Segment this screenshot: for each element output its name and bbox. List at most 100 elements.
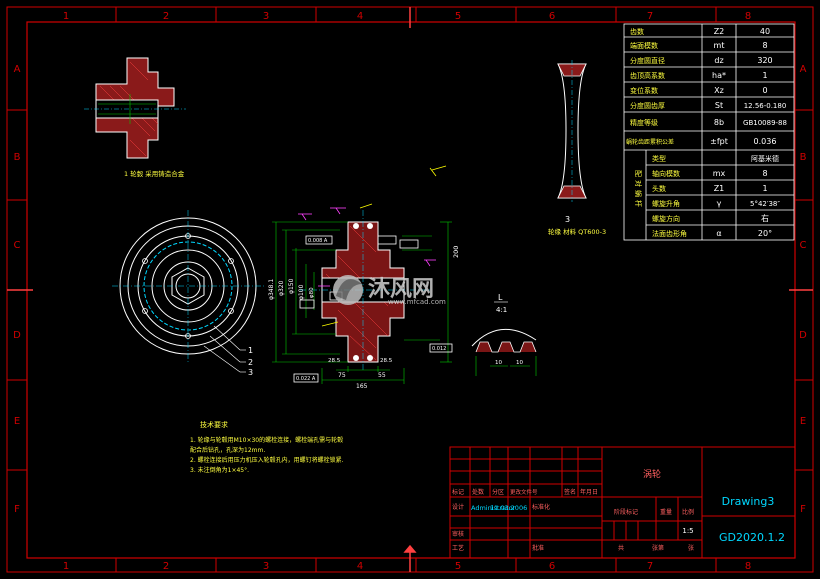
param-val-shift: 0 [762,86,767,95]
param-val-addendum: 1 [762,71,767,80]
detail-scale: 4:1 [496,306,507,314]
zone-top-5: 5 [455,11,461,22]
mate-sym-pressure-angle: α [716,229,721,238]
zone-top-2: 2 [163,11,169,22]
zone-top-1: 1 [63,11,69,22]
detail-view-l: L 4:1 10 10 [471,293,537,376]
watermark: 沐风网 www.mfcad.com [333,275,446,306]
dim-55: 55 [378,372,386,379]
mate-name-starts: 头数 [652,184,666,193]
param-val-pitch-dia: 320 [757,56,772,65]
mate-sym-lead-angle: γ [717,199,722,208]
main-end-view: 1 2 3 [112,210,264,377]
param-sym-teeth: Z2 [714,27,725,36]
datum-frame-2: 0.022 A [296,376,316,382]
technical-notes: 技术要求 1. 轮缘与轮毂用M10×30的螺栓连接，螺栓端孔需与轮毂 配合后钻孔… [190,420,344,474]
tb-part-name: 涡轮 [643,468,661,480]
mate-name-lead-angle: 螺旋升角 [652,199,680,208]
tb-label-sheet: 张第 [652,544,664,552]
zone-right-b: B [800,152,807,163]
dim-phi-348-1: φ348.1 [268,279,275,300]
centering-marks [7,7,813,572]
param-val-grade: GB10089-88 [743,119,787,127]
view-3-number: 3 [565,215,570,224]
watermark-logo-icon [333,275,363,305]
param-name-pitch-tol: 蜗轮齿距累积公差 [626,138,674,146]
tb-label-sign: 签名 [564,488,576,496]
mate-val-direction: 右 [761,213,769,223]
zone-top-8: 8 [745,11,751,22]
zone-top-7: 7 [647,11,653,22]
zone-left-d: D [13,330,21,341]
notes-line-3: 2. 螺栓连接后用压力机压入轮毂孔内，用螺钉将螺栓锁紧. [190,456,344,464]
zone-left-a: A [14,64,21,75]
tb-label-designer: 设计 [452,503,464,511]
title-block: 标记 处数 分区 更改文件号 签名 年月日 设计 标准化 审核 工艺 批准 阶段… [449,446,796,559]
zone-bottom-5: 5 [455,561,461,572]
tb-label-mark: 标记 [452,488,464,496]
zone-left-b: B [14,152,21,163]
zone-bottom-2: 2 [163,561,169,572]
param-sym-addendum: ha* [712,71,726,80]
param-val-module: 8 [762,41,767,50]
dim-28-5-left: 28.5 [328,358,341,364]
callout-1: 1 [248,346,253,355]
datum-frame-1: 0.008 A [308,238,328,244]
param-sym-shift: Xz [714,86,724,95]
zone-bottom-3: 3 [263,561,269,572]
zone-right-f: F [800,504,806,515]
mate-val-type: 阿基米德 [751,154,779,163]
param-name-addendum: 齿顶高系数 [630,71,665,80]
mate-val-pressure-angle: 20° [758,229,772,238]
tb-label-approve: 批准 [532,544,544,552]
tb-label-weight: 重量 [660,508,672,516]
watermark-name: 沐风网 [368,277,434,302]
view-3-rim: 3 轮缘 材料 QT600-3 [548,60,606,236]
dim-phi-320: φ320 [278,280,285,296]
zone-bottom-7: 7 [647,561,653,572]
zone-right-d: D [799,330,807,341]
dim-28-5-right: 28.5 [380,358,393,364]
param-val-teeth: 40 [760,27,770,36]
tb-label-review: 审核 [452,530,464,538]
tb-label-sheet-total: 共 [618,544,624,552]
mate-name-module: 轴向模数 [652,169,680,178]
zone-left-e: E [14,416,20,427]
zone-right-a: A [800,64,807,75]
dim-75: 75 [338,372,346,379]
tb-designer-name: Administrator [471,504,516,512]
tb-label-stage: 阶段标记 [614,508,638,516]
param-sym-pitch-tol: ±fpt [710,137,728,146]
view-1-hub-section: 1 轮毂 采用铸造合金 [84,57,186,178]
tb-drawing-code: GD2020.1.2 [719,531,785,544]
notes-line-1: 1. 轮缘与轮毂用M10×30的螺栓连接，螺栓端孔需与轮毂 [190,436,343,444]
zone-bottom-4: 4 [357,561,363,572]
param-val-pitch-tol: 0.036 [754,137,777,146]
mate-name-pressure-angle: 法面齿形角 [652,229,687,238]
zone-bottom-1: 1 [63,561,69,572]
zone-bottom-6: 6 [549,561,555,572]
dim-165: 165 [356,383,368,390]
zone-left-c: C [14,240,21,251]
mate-sym-starts: Z1 [714,184,725,193]
param-name-shift: 变位系数 [630,86,658,95]
tb-scale-value: 1:5 [682,527,693,535]
param-val-thickness: 12.56-0.180 [744,102,787,110]
tb-designer-date: 11.03.2006 [490,504,527,512]
tb-label-process: 工艺 [452,544,464,552]
view-3-caption: 轮缘 材料 QT600-3 [548,227,606,236]
dim-200: 200 [452,246,460,258]
dim-phi-150: φ150 [288,278,295,294]
zone-left-f: F [14,504,20,515]
zone-top-4: 4 [357,11,363,22]
callout-2: 2 [248,358,253,367]
mate-val-module: 8 [762,169,767,178]
param-name-teeth: 齿数 [630,27,644,36]
notes-line-2: 配合后钻孔，孔深为12mm. [190,446,265,454]
tb-label-date: 年月日 [580,488,598,496]
detail-label: L [498,293,503,302]
tb-drawing-name: Drawing3 [722,495,775,508]
view-1-caption: 1 轮毂 采用铸造合金 [124,169,185,178]
zone-right-c: C [800,240,807,251]
